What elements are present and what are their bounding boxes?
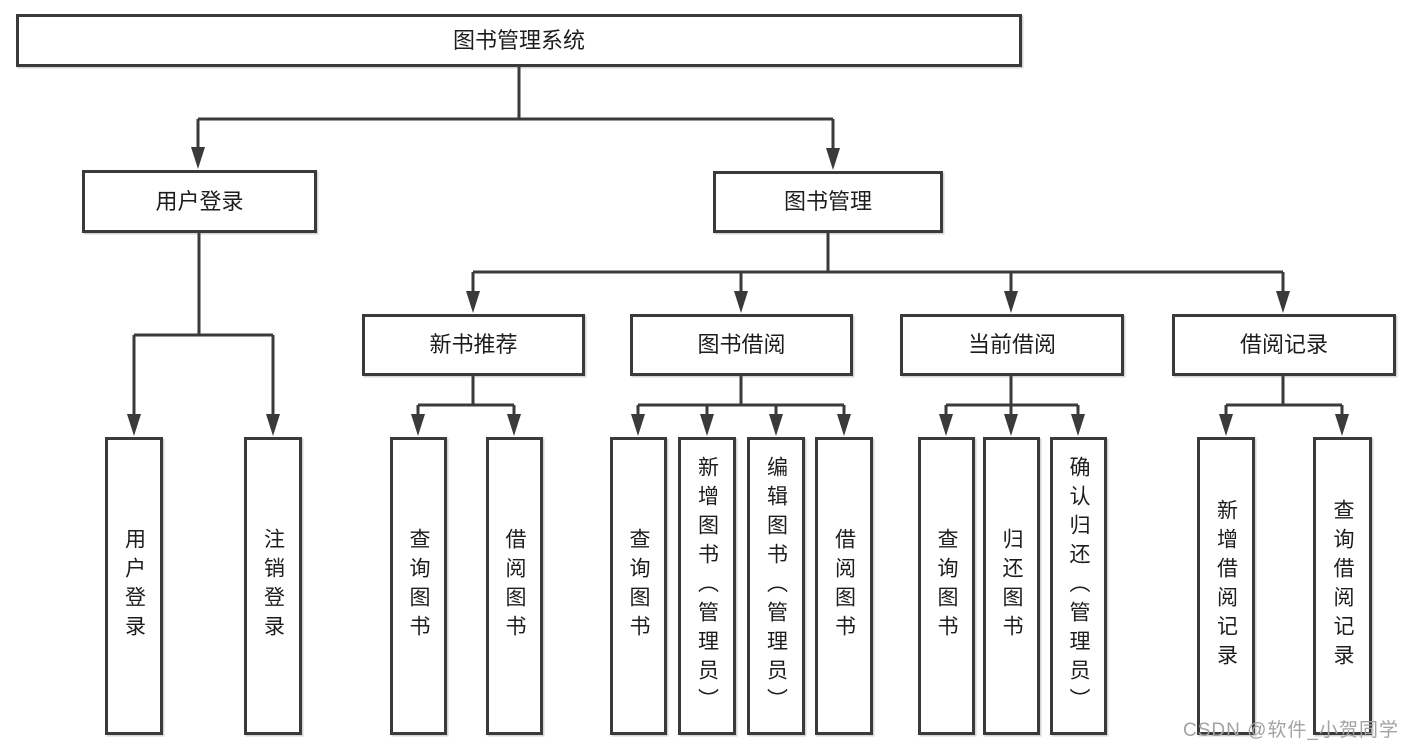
node-new-book-recommend: 新书推荐 bbox=[362, 314, 585, 376]
node-borrowing-records: 借阅记录 bbox=[1172, 314, 1396, 376]
node-label: 新增借阅记录 bbox=[1214, 499, 1238, 673]
node-label: 借阅图书 bbox=[832, 528, 856, 644]
node-label: 借阅记录 bbox=[1239, 332, 1328, 357]
node-label: 图书借阅 bbox=[697, 332, 786, 357]
node-label: 查询借阅记录 bbox=[1331, 499, 1354, 673]
node-leaf-query-books-recommend: 查询图书 bbox=[390, 437, 447, 735]
node-leaf-add-borrow-record: 新增借阅记录 bbox=[1197, 437, 1255, 735]
connector-book-borrowing bbox=[636, 376, 846, 416]
connector-user-login-to-leaves bbox=[132, 233, 275, 416]
connector-current-borrowing bbox=[944, 376, 1080, 416]
connector-root-to-level1 bbox=[196, 67, 835, 151]
connector-borrowing-records bbox=[1224, 376, 1344, 416]
node-label: 查询图书 bbox=[627, 528, 650, 644]
node-leaf-user-login: 用户登录 bbox=[105, 437, 163, 735]
node-leaf-add-book-admin: 新增图书（管理员） bbox=[678, 437, 736, 735]
node-user-login: 用户登录 bbox=[82, 170, 317, 233]
node-current-borrowing: 当前借阅 bbox=[900, 314, 1124, 376]
node-leaf-query-borrow-record: 查询借阅记录 bbox=[1313, 437, 1372, 735]
node-label: 借阅图书 bbox=[503, 528, 526, 644]
node-label: 查询图书 bbox=[935, 528, 958, 644]
node-label: 图书管理 bbox=[783, 189, 872, 214]
node-leaf-confirm-return-admin: 确认归还（管理员） bbox=[1050, 437, 1107, 735]
connector-book-management-to-level2 bbox=[471, 233, 1285, 292]
node-label: 新书推荐 bbox=[429, 332, 518, 357]
node-book-management: 图书管理 bbox=[713, 171, 943, 233]
node-label: 查询图书 bbox=[407, 528, 430, 644]
node-leaf-borrow-books-recommend: 借阅图书 bbox=[486, 437, 543, 735]
node-leaf-logout: 注销登录 bbox=[244, 437, 302, 735]
node-label: 注销登录 bbox=[261, 528, 285, 644]
node-root-system: 图书管理系统 bbox=[16, 14, 1022, 67]
node-label: 图书管理系统 bbox=[452, 27, 585, 53]
node-label: 用户登录 bbox=[122, 528, 146, 644]
node-label: 新增图书（管理员） bbox=[695, 455, 719, 717]
arrowheads bbox=[127, 147, 1349, 436]
csdn-watermark: CSDN @软件_小贺同学 bbox=[1183, 720, 1399, 741]
node-label: 归还图书 bbox=[1000, 528, 1023, 644]
node-label: 编辑图书（管理员） bbox=[764, 455, 788, 717]
node-label: 确认归还（管理员） bbox=[1067, 455, 1090, 717]
node-leaf-return-books: 归还图书 bbox=[983, 437, 1040, 735]
node-label: 用户登录 bbox=[155, 188, 244, 214]
node-book-borrowing: 图书借阅 bbox=[630, 314, 853, 376]
node-label: 当前借阅 bbox=[967, 332, 1056, 357]
node-leaf-borrow-books-borrow: 借阅图书 bbox=[815, 437, 873, 735]
node-leaf-query-books-current: 查询图书 bbox=[918, 437, 975, 735]
connector-new-book-recommend bbox=[416, 376, 516, 416]
node-leaf-edit-book-admin: 编辑图书（管理员） bbox=[747, 437, 805, 735]
node-leaf-query-books-borrow: 查询图书 bbox=[610, 437, 667, 735]
